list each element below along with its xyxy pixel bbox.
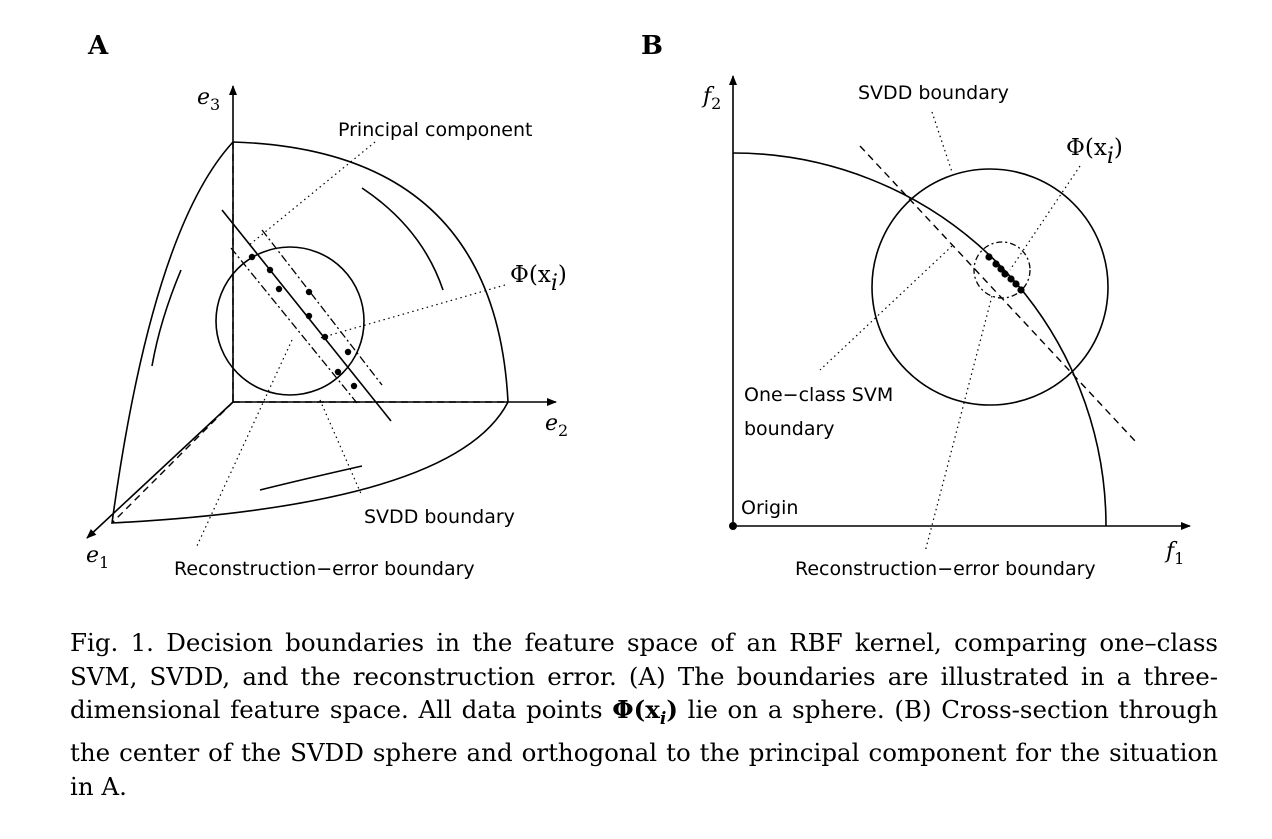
label-phi-a: Φ(xi)	[510, 262, 567, 296]
data-point	[350, 382, 358, 390]
axis-label-e3: e3	[197, 85, 220, 114]
svdd-circle-b	[871, 168, 1109, 406]
data-point	[305, 288, 313, 296]
data-point	[334, 368, 342, 376]
caption-math: Φ(xi)	[612, 695, 678, 729]
shade-arc-left	[151, 269, 182, 367]
figure: A	[86, 31, 1191, 580]
leader-principal-component	[247, 141, 376, 247]
label-phi-b: Φ(xi)	[1066, 135, 1123, 169]
data-point	[985, 253, 993, 261]
axis-label-e1: e1	[86, 543, 109, 572]
data-point	[997, 265, 1005, 273]
data-point	[248, 253, 256, 261]
data-point	[1017, 286, 1025, 294]
recon-boundary-line-2	[261, 229, 383, 386]
leader-ocsvm	[819, 245, 953, 371]
data-point	[1012, 280, 1020, 288]
label-recon-boundary-a: Reconstruction−error boundary	[174, 558, 475, 580]
data-point	[1007, 275, 1015, 283]
dashed-e1-part	[111, 401, 234, 524]
panel-a: A	[86, 31, 568, 580]
axis-label-f2: f2	[701, 84, 721, 113]
data-point	[344, 348, 352, 356]
leader-recon-a	[195, 339, 293, 549]
figure-caption: Fig. 1. Decision boundaries in the featu…	[70, 626, 1218, 803]
label-ocsvm-line1: One−class SVM	[744, 384, 893, 406]
leader-svdd-a	[319, 399, 363, 497]
label-svdd-boundary-a: SVDD boundary	[364, 506, 515, 528]
label-origin: Origin	[741, 497, 798, 519]
panel-b: B f2 f1 SVDD b	[641, 31, 1191, 580]
data-point	[321, 333, 329, 341]
panel-a-label: A	[87, 31, 109, 61]
data-point	[992, 260, 1000, 268]
recon-boundary-line-1	[230, 247, 358, 404]
data-point	[275, 285, 283, 293]
shade-arc-top-right	[361, 187, 444, 291]
caption-prefix: Fig. 1. Decision boundaries in the featu…	[70, 628, 1218, 724]
label-recon-boundary-b: Reconstruction−error boundary	[795, 558, 1096, 580]
svdd-circle-a	[215, 246, 365, 396]
data-point	[305, 312, 313, 320]
shade-arc-bottom	[259, 465, 363, 491]
ocsvm-boundary-line	[859, 145, 1137, 443]
axis-label-f1: f1	[1164, 539, 1184, 568]
label-ocsvm-line2: boundary	[744, 418, 835, 440]
axis-e1	[86, 401, 234, 539]
axis-label-e2: e2	[545, 411, 568, 440]
leader-phi-a	[319, 284, 506, 339]
leader-svdd-b	[931, 111, 953, 173]
data-points-b	[985, 253, 1025, 294]
data-points-a	[248, 253, 358, 390]
origin-dot	[729, 522, 737, 530]
panel-b-label: B	[641, 31, 663, 61]
caption-suffix: lie on a sphere. (B) Cross-section throu…	[70, 695, 1218, 801]
sphere-octant-outline	[111, 141, 509, 524]
leader-phi-b	[1009, 165, 1081, 271]
data-point	[266, 266, 274, 274]
label-principal-component: Principal component	[338, 119, 533, 141]
data-point	[1001, 270, 1009, 278]
label-svdd-boundary-b: SVDD boundary	[858, 82, 1009, 104]
leader-recon-b	[924, 295, 993, 553]
